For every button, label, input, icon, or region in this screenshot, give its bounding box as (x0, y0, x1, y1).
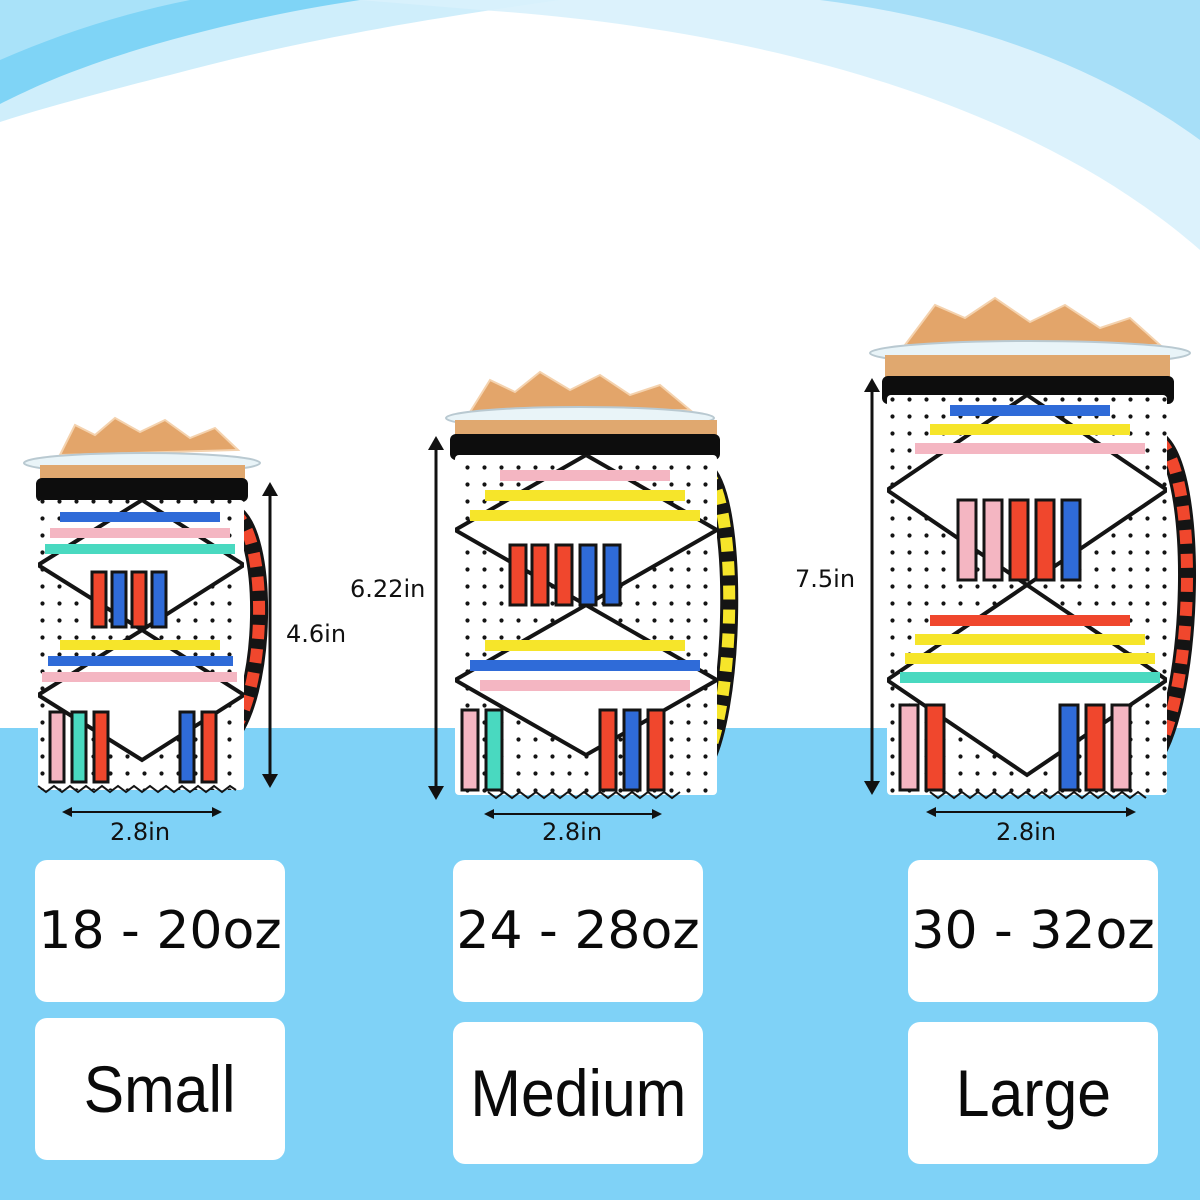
large-capacity-card: 30 - 32oz (908, 860, 1158, 1002)
height-arrow-icon (864, 378, 880, 795)
height-arrow-icon (262, 482, 278, 788)
large-capacity-text: 30 - 32oz (911, 901, 1155, 961)
medium-cup (445, 370, 739, 800)
width-arrow-icon (62, 807, 222, 817)
small-width-label: 2.8in (110, 818, 171, 846)
small-size-text: Small (84, 1052, 236, 1126)
medium-height-label: 6.22in (350, 575, 426, 603)
large-height-label: 7.5in (795, 565, 856, 593)
top-wave-decoration (0, 0, 1200, 250)
medium-capacity-text: 24 - 28oz (456, 901, 700, 961)
large-width-label: 2.8in (996, 818, 1057, 846)
large-size-text: Large (955, 1056, 1111, 1130)
width-arrow-icon (926, 807, 1136, 817)
small-capacity-text: 18 - 20oz (38, 901, 282, 961)
large-cup (869, 296, 1197, 800)
small-capacity-card: 18 - 20oz (35, 860, 285, 1002)
small-cup (23, 416, 269, 794)
medium-width-label: 2.8in (542, 818, 603, 846)
height-arrow-icon (428, 436, 444, 800)
small-height-label: 4.6in (286, 620, 347, 648)
small-size-card: Small (35, 1018, 285, 1160)
medium-size-card: Medium (453, 1022, 703, 1164)
medium-size-text: Medium (470, 1056, 686, 1130)
large-size-card: Large (908, 1022, 1158, 1164)
width-arrow-icon (484, 809, 662, 819)
medium-capacity-card: 24 - 28oz (453, 860, 703, 1002)
